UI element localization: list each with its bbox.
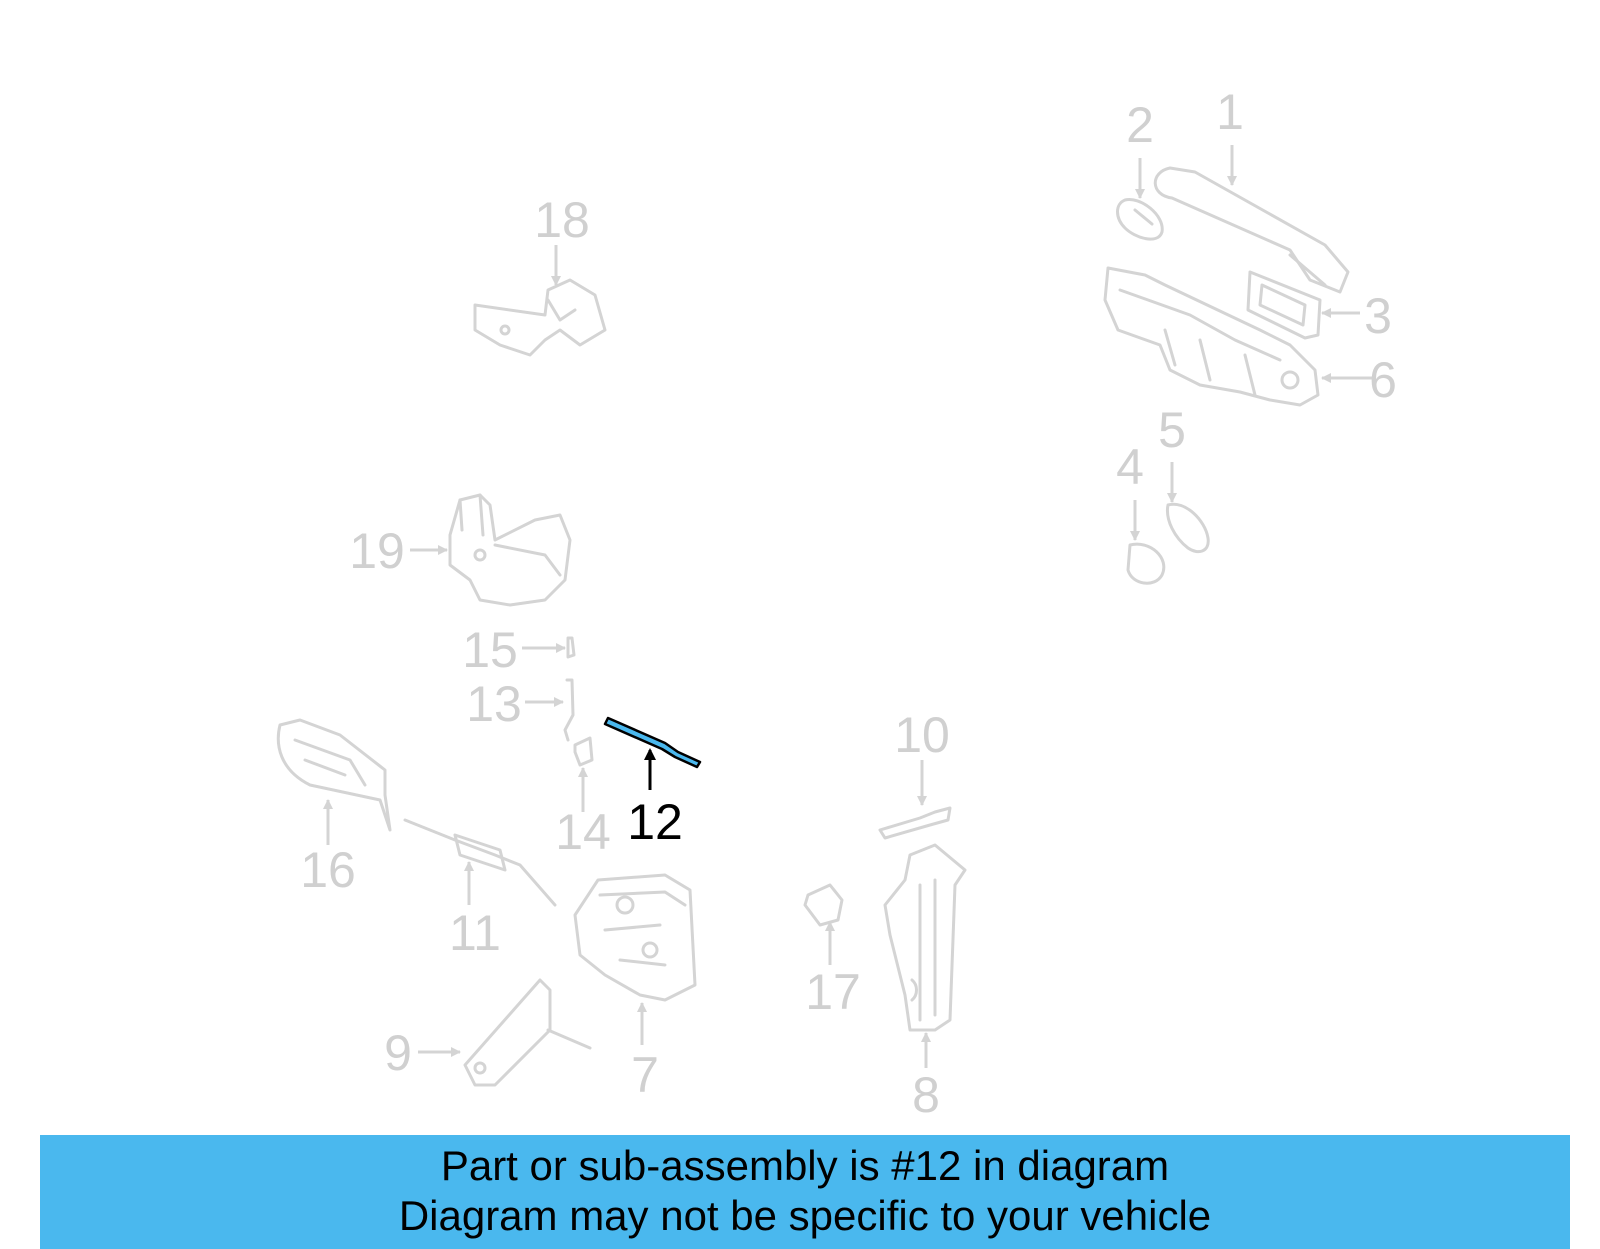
callout-18: 18 [534,192,590,248]
callout-13: 13 [466,676,522,732]
banner-line-1: Part or sub-assembly is #12 in diagram [440,1142,1170,1189]
callout-1: 1 [1216,84,1244,140]
part-19-hinge [448,493,572,607]
part-5-cap [1165,502,1210,554]
banner-line-2: Diagram may not be specific to your vehi… [398,1192,1212,1239]
callout-6: 6 [1369,352,1397,408]
part-7-lock-actuator [573,873,697,1002]
part-1-outer-handle [1153,166,1350,294]
callout-3: 3 [1364,288,1392,344]
callout-17: 17 [805,964,861,1020]
callout-14: 14 [555,804,611,860]
callout-19: 19 [349,523,405,579]
part-9-bracket [463,978,592,1087]
callout-15: 15 [462,622,518,678]
part-15-clip [566,636,576,659]
part-10-rod [878,806,952,840]
part-13-rod-clip [563,678,575,742]
part-18-hinge [473,278,607,357]
callout-7: 7 [631,1047,659,1103]
part-8-panel [883,843,967,1032]
callout-2: 2 [1126,97,1154,153]
callout-5: 5 [1158,402,1186,458]
part-3-gasket [1246,270,1322,340]
callout-10: 10 [894,707,950,763]
part-11-cable [403,818,557,907]
part-17-grommet [803,883,844,927]
callout-16: 16 [300,842,356,898]
info-banner: Part or sub-assembly is #12 in diagram D… [40,1135,1570,1249]
part-6-handle-carrier [1103,266,1320,407]
callout-4: 4 [1116,439,1144,495]
part-16-inner-handle [276,718,392,832]
callout-12: 12 [627,794,683,850]
callout-8: 8 [912,1067,940,1123]
callout-9: 9 [384,1025,412,1081]
callout-11: 11 [449,905,501,961]
part-2-cap [1116,197,1164,241]
part-14-clip [573,736,594,767]
part-4-cap [1126,542,1166,585]
part-12-rod-highlighted [603,716,702,769]
